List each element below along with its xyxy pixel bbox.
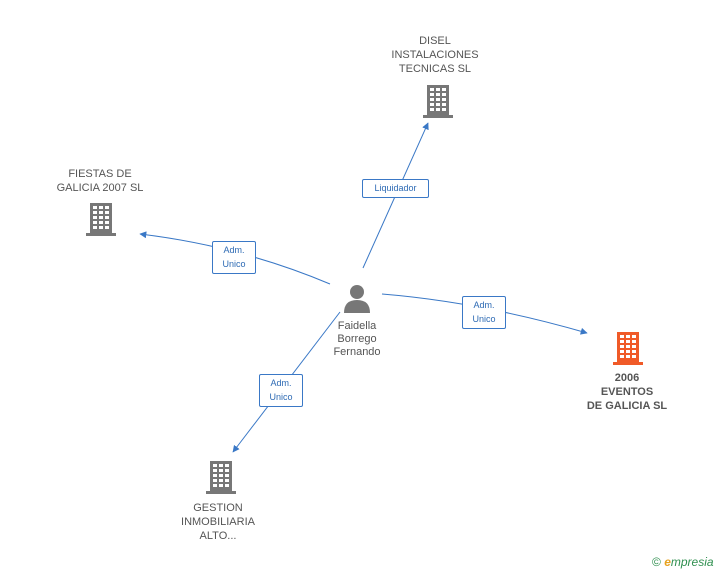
edge-label-gestion: Adm. Unico <box>259 374 303 407</box>
person-icon[interactable] <box>343 284 371 314</box>
company-label-eventos[interactable]: 2006 EVENTOS DE GALICIA SL <box>586 372 668 412</box>
building-icon[interactable] <box>612 331 644 365</box>
building-icon[interactable] <box>422 84 454 118</box>
building-icon[interactable] <box>85 202 117 236</box>
company-label-disel[interactable]: DISEL INSTALACIONES TECNICAS SL <box>391 35 479 75</box>
edge-label-eventos: Adm. Unico <box>462 296 506 329</box>
brand-logo: © empresia <box>652 555 714 569</box>
company-label-fiestas[interactable]: FIESTAS DE GALICIA 2007 SL <box>56 168 144 194</box>
company-label-gestion[interactable]: GESTION INMOBILIARIA ALTO... <box>181 502 255 542</box>
edge-label-fiestas: Adm. Unico <box>212 241 256 274</box>
building-icon[interactable] <box>205 460 237 494</box>
edge-label-liquidador: Liquidador <box>362 179 429 198</box>
person-name[interactable]: Faidella Borrego Fernando <box>333 320 381 358</box>
